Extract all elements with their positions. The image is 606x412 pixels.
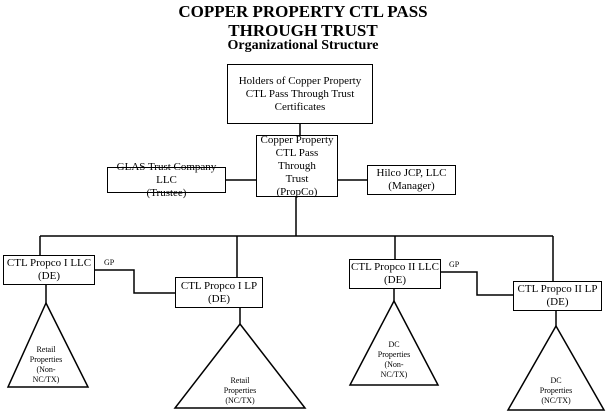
manager-line-1: Hilco JCP, LLC [376, 167, 447, 179]
propco2-lp-box: CTL Propco II LP (DE) [513, 281, 602, 311]
propco1-lp-line-1: CTL Propco I LP [180, 279, 258, 292]
holders-box: Holders of Copper Property CTL Pass Thro… [227, 64, 373, 124]
line-gp-2 [440, 271, 513, 296]
manager-box: Hilco JCP, LLC (Manager) [367, 165, 456, 195]
trust-box: Copper Property CTL Pass Through Trust (… [256, 133, 338, 198]
dc-non-label: DC Properties (Non- NC/TX) [368, 340, 420, 380]
retail-non-line-1: Retail [36, 345, 56, 354]
retail-non-line-4: NC/TX) [32, 375, 60, 384]
retail-nc-line-1: Retail [230, 376, 250, 385]
dc-nc-label: DC Properties (NC/TX) [528, 376, 584, 406]
propco2-llc-line-2: (DE) [384, 274, 406, 286]
subtitle: Organizational Structure [227, 38, 379, 53]
dc-non-line-4: NC/TX) [380, 370, 408, 379]
retail-nc-label: Retail Properties (NC/TX) [212, 376, 268, 406]
retail-non-line-2: Properties [29, 355, 63, 364]
propco2-llc-line-1: CTL Propco II LLC [351, 261, 439, 273]
gp-label-1: GP [104, 258, 115, 267]
title-line-2: THROUGH TRUST [228, 21, 378, 40]
retail-non-label: Retail Properties (Non- NC/TX) [20, 345, 72, 385]
retail-nc-line-3: (NC/TX) [225, 396, 255, 405]
holders-line-3: Certificates [274, 100, 326, 113]
trust-line-1: Copper Property [260, 133, 334, 146]
propco1-lp-line-2: (DE) [208, 292, 230, 305]
title-line-1: COPPER PROPERTY CTL PASS [178, 2, 428, 21]
propco2-lp-line-1: CTL Propco II LP [517, 283, 598, 295]
triangle-dc-non [348, 299, 440, 386]
propco2-lp-line-2: (DE) [546, 296, 569, 308]
trust-line-4: (PropCo) [276, 185, 318, 198]
propco1-llc-line-1: CTL Propco I LLC [6, 257, 92, 269]
propco1-llc-box: CTL Propco I LLC (DE) [3, 255, 95, 285]
triangle-retail-non [6, 301, 90, 388]
trust-line-3: Trust [285, 172, 309, 185]
triangle-retail-nc [173, 322, 307, 409]
holders-line-2: CTL Pass Through Trust [245, 87, 355, 100]
propco1-llc-line-2: (DE) [38, 270, 60, 282]
dc-nc-line-2: Properties [539, 386, 573, 395]
trustee-box: GLAS Trust Company LLC (Trustee) [107, 161, 226, 199]
manager-line-2: (Manager) [388, 180, 435, 192]
gp-label-2: GP [449, 260, 460, 269]
dc-nc-line-3: (NC/TX) [541, 396, 571, 405]
triangle-dc-nc [506, 324, 606, 411]
trust-line-2: CTL Pass Through [275, 146, 319, 172]
dc-non-line-3: (Non- [384, 360, 404, 369]
retail-nc-line-2: Properties [223, 386, 257, 395]
retail-non-line-3: (Non- [36, 365, 56, 374]
dc-non-line-1: DC [388, 340, 400, 349]
dc-nc-line-1: DC [550, 376, 562, 385]
propco1-lp-box: CTL Propco I LP (DE) [175, 277, 263, 308]
propco2-llc-box: CTL Propco II LLC (DE) [349, 259, 441, 289]
line-gp-1 [95, 269, 175, 294]
trustee-line-1: GLAS Trust Company LLC [116, 160, 217, 186]
trustee-line-2: (Trustee) [146, 186, 187, 199]
holders-line-1: Holders of Copper Property [238, 74, 362, 87]
dc-non-line-2: Properties [377, 350, 411, 359]
